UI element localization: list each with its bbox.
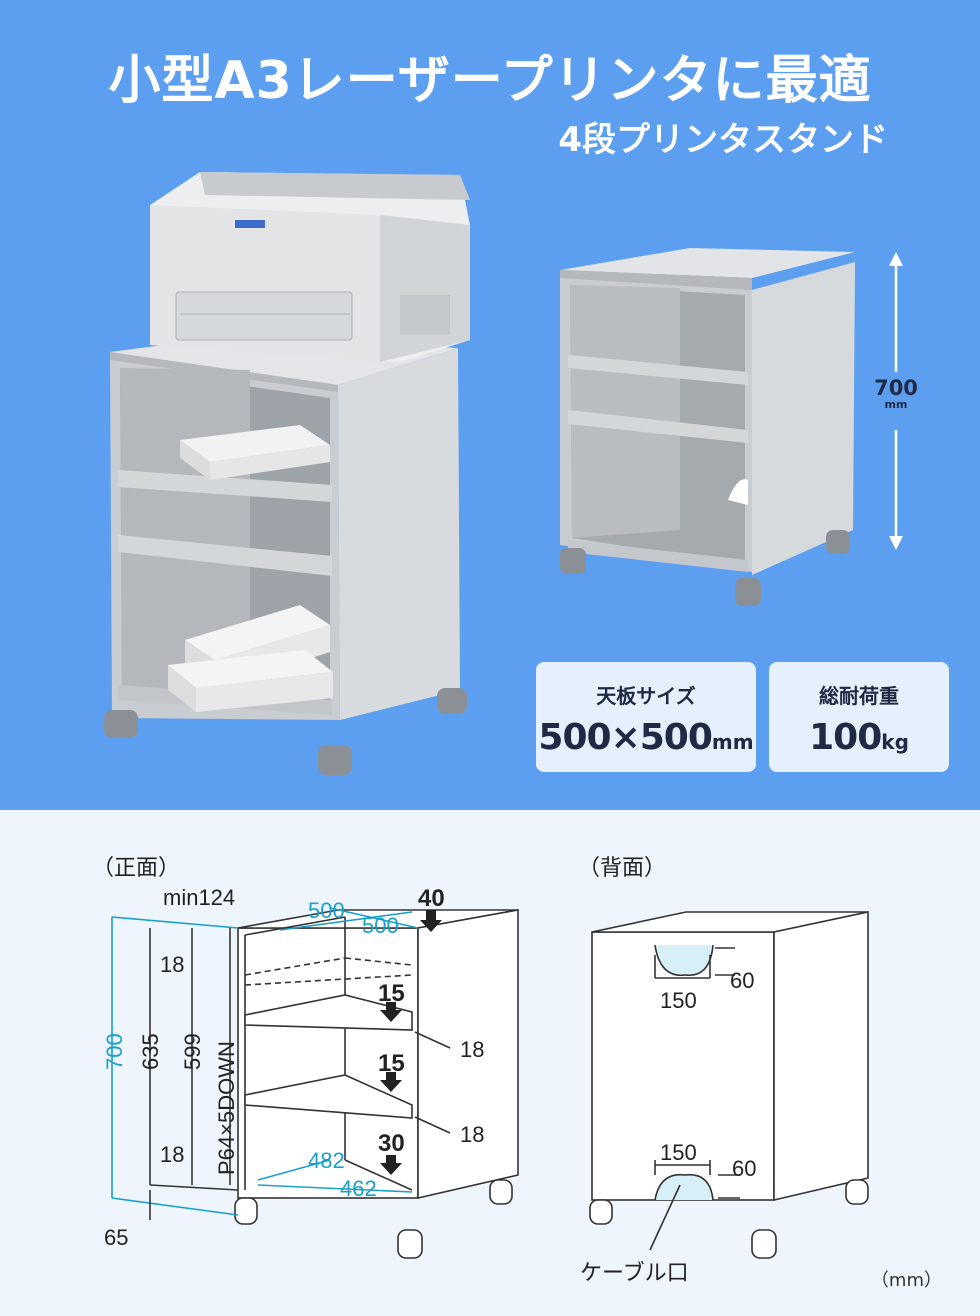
- spec-unit: kg: [881, 730, 909, 754]
- spec-label: 天板サイズ: [596, 684, 696, 708]
- front-view-label: （正面）: [92, 856, 181, 881]
- dim-bottom-load: 30: [378, 1130, 405, 1157]
- load-arrows: [380, 910, 442, 1175]
- dim-inner-height: 635: [138, 1033, 163, 1070]
- dim-shelf-span: 599: [180, 1033, 205, 1070]
- unit-note: （mm）: [870, 1270, 942, 1291]
- spec-label: 総耐荷重: [819, 684, 899, 708]
- dim-cable-top-width: 150: [660, 988, 697, 1013]
- dim-caster-height: 65: [104, 1225, 129, 1250]
- dim-min-height: min124: [163, 885, 236, 910]
- height-value: 700: [874, 376, 918, 400]
- dim-shelf-thickness-1: 18: [460, 1037, 485, 1062]
- cable-port-label: ケーブル口: [580, 1260, 689, 1285]
- height-unit: mm: [884, 398, 908, 411]
- spec-number: 500×500: [538, 717, 712, 758]
- dim-shelf-load-2: 15: [378, 1050, 405, 1077]
- stand-with-printer-photo: [104, 172, 470, 775]
- dim-top-load: 40: [418, 885, 445, 912]
- spec-unit: mm: [711, 730, 754, 754]
- dim-top-thickness: 18: [160, 952, 185, 977]
- spec-top-size: 天板サイズ 500×500mm: [536, 662, 756, 772]
- dim-top-depth: 500: [362, 913, 399, 938]
- empty-stand-photo: [560, 248, 855, 606]
- product-photos: [104, 172, 903, 775]
- dim-cable-bottom-width: 150: [660, 1140, 697, 1165]
- dim-bottom-thickness: 18: [160, 1142, 185, 1167]
- back-view-drawing: [589, 911, 869, 1259]
- dim-inner-depth: 462: [340, 1176, 377, 1201]
- spec-value: 500×500mm: [536, 717, 756, 758]
- height-arrow: [889, 252, 903, 550]
- back-view-label: （背面）: [578, 856, 667, 881]
- front-view-drawing: [111, 907, 519, 1259]
- hero-title: 小型A3レーザープリンタに最適: [108, 51, 872, 111]
- hero-subtitle: 4段プリンタスタンド: [558, 120, 888, 160]
- dim-cable-bottom-height: 60: [732, 1156, 757, 1181]
- dim-shelf-thickness-2: 18: [460, 1122, 485, 1147]
- spec-value: 100kg: [769, 717, 949, 758]
- hero-section: 小型A3レーザープリンタに最適 4段プリンタスタンド: [0, 0, 980, 810]
- spec-load: 総耐荷重 100kg: [769, 662, 949, 772]
- dim-cable-top-height: 60: [730, 968, 755, 993]
- dim-total-height: 700: [102, 1033, 127, 1070]
- spec-number: 100: [809, 717, 882, 758]
- dim-top-width: 500: [308, 898, 345, 923]
- dim-pitch-note: P64×5DOWN: [214, 1041, 239, 1175]
- dim-inner-width: 482: [308, 1148, 345, 1173]
- dim-shelf-load-1: 15: [378, 980, 405, 1007]
- height-label: 700 mm: [866, 376, 926, 411]
